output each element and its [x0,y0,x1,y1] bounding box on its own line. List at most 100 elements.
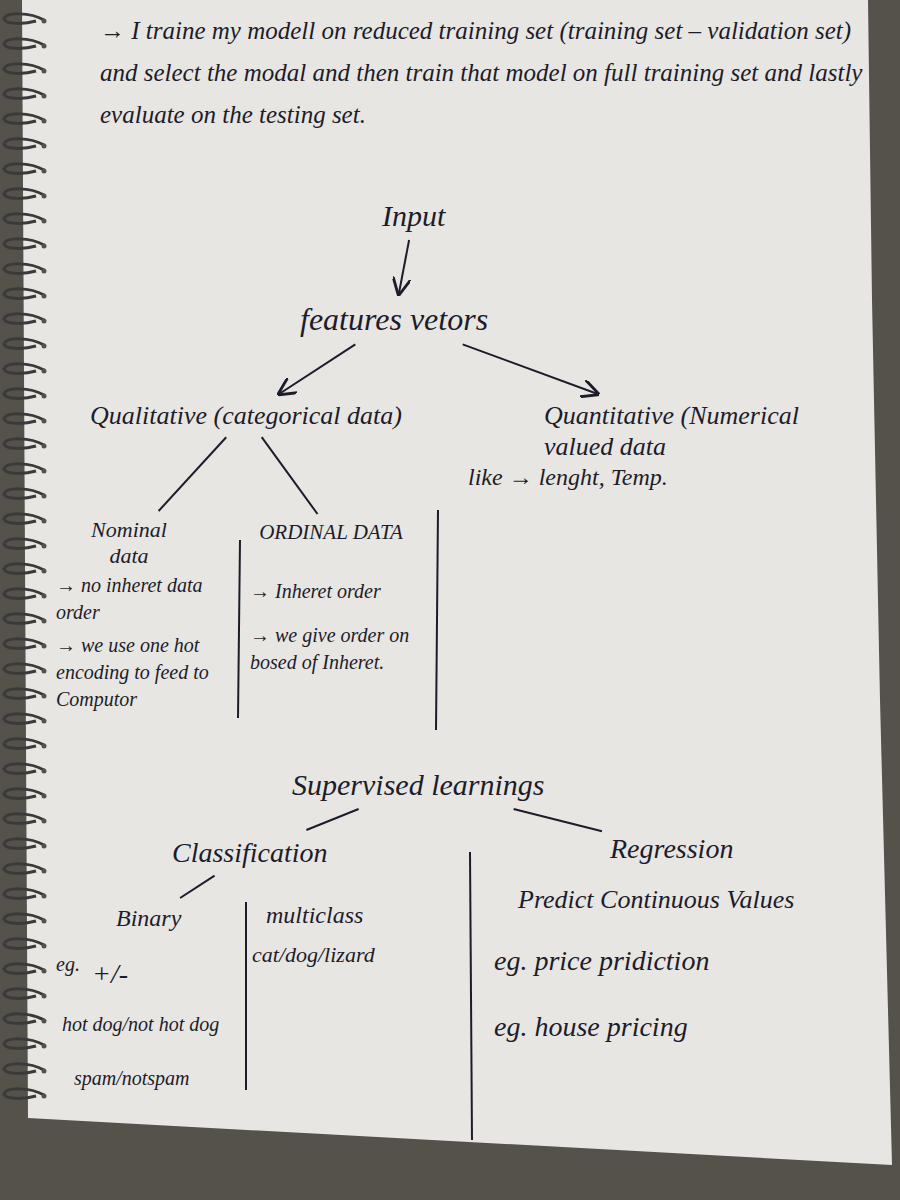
text-node: features vetors [296,298,492,340]
punch-hole [42,869,47,874]
divider-line [238,540,240,718]
text-node: Nominal data [70,515,188,572]
punch-hole [42,644,47,649]
punch-hole [42,244,47,249]
punch-hole [42,469,47,474]
spiral-loop [4,89,44,99]
note-text: cat/dog/lizard [252,940,375,970]
punch-hole [42,519,47,524]
spiral-loop [4,164,44,174]
spiral-loop [4,189,44,199]
spiral-loop [4,414,44,424]
divider-line [436,510,438,730]
spiral-loop [4,889,44,899]
spiral-loop [4,389,44,399]
spiral-loop [4,14,44,24]
spiral-loop [4,1064,44,1074]
note-text: eg. house pricing [494,1010,874,1044]
text-node: Input [378,196,449,236]
punch-hole [42,894,47,899]
punch-hole [42,144,47,149]
punch-hole [42,1019,47,1024]
punch-hole [42,194,47,199]
spiral-loop [4,214,44,224]
spiral-loop [4,964,44,974]
punch-hole [42,369,47,374]
note-text: → Inheret order [250,578,430,605]
tree-connector [399,240,409,294]
punch-hole [42,269,47,274]
spiral-loop [4,439,44,449]
punch-hole [42,594,47,599]
punch-hole [42,394,47,399]
spiral-loop [4,839,44,849]
punch-hole [42,119,47,124]
punch-hole [42,44,47,49]
node-text: Qualitative (categorical data) [90,400,402,431]
punch-hole [42,219,47,224]
node-text: ORDINAL DATA [256,520,406,545]
spiral-loop [4,564,44,574]
tree-connector [514,809,602,831]
spiral-loop [4,139,44,149]
punch-hole [42,444,47,449]
node-text: Supervised learnings [292,767,544,803]
tree-connector [306,809,358,830]
note-text: eg. price pridiction [494,944,874,978]
spiral-loop [4,664,44,674]
punch-hole [42,769,47,774]
spiral-loop [4,739,44,749]
spiral-loop [4,339,44,349]
spiral-loop [4,1039,44,1049]
text-node: Quantitative (Numerical valued data [540,398,858,464]
node-text: Quantitative (Numerical valued data [544,400,854,462]
spiral-loop [4,764,44,774]
note-text: → I traine my modell on reduced training… [100,10,865,136]
spiral-loop [4,539,44,549]
punch-hole [42,19,47,24]
punch-hole [42,844,47,849]
node-text: Input [382,198,445,234]
punch-hole [42,544,47,549]
divider-line [470,852,472,1140]
punch-hole [42,1044,47,1049]
spiral-loop [4,714,44,724]
spiral-loop [4,264,44,274]
punch-hole [42,994,47,999]
spiral-loop [4,1014,44,1024]
spiral-loop [4,39,44,49]
tree-connector [180,876,215,898]
punch-hole [42,294,47,299]
spiral-loop [4,64,44,74]
spiral-loop [4,614,44,624]
text-node: Regression [606,830,737,868]
punch-hole [42,344,47,349]
tree-connector [159,437,227,511]
punch-hole [42,719,47,724]
spiral-loop [4,514,44,524]
text-node: Supervised learnings [288,765,548,805]
spiral-loop [4,689,44,699]
punch-hole [42,169,47,174]
punch-hole [42,94,47,99]
punch-hole [42,969,47,974]
spiral-loop [4,639,44,649]
note-text: → we give order on bosed of Inheret. [250,622,430,676]
spiral-loop [4,289,44,299]
text-node: Qualitative (categorical data) [86,398,406,433]
node-text: Classification [172,836,328,870]
punch-hole [42,419,47,424]
punch-hole [42,794,47,799]
punch-hole [42,694,47,699]
tree-connector [279,344,355,394]
punch-hole [42,619,47,624]
punch-hole [42,919,47,924]
note-text: like → lenght, Temp. [468,462,848,492]
divider-line [245,902,247,1090]
node-text: Nominal data [74,517,184,570]
note-text: → no inheret data order [56,572,231,626]
text-node: Classification [168,834,332,872]
spiral-loop [4,914,44,924]
spiral-loop [4,789,44,799]
punch-hole [42,319,47,324]
